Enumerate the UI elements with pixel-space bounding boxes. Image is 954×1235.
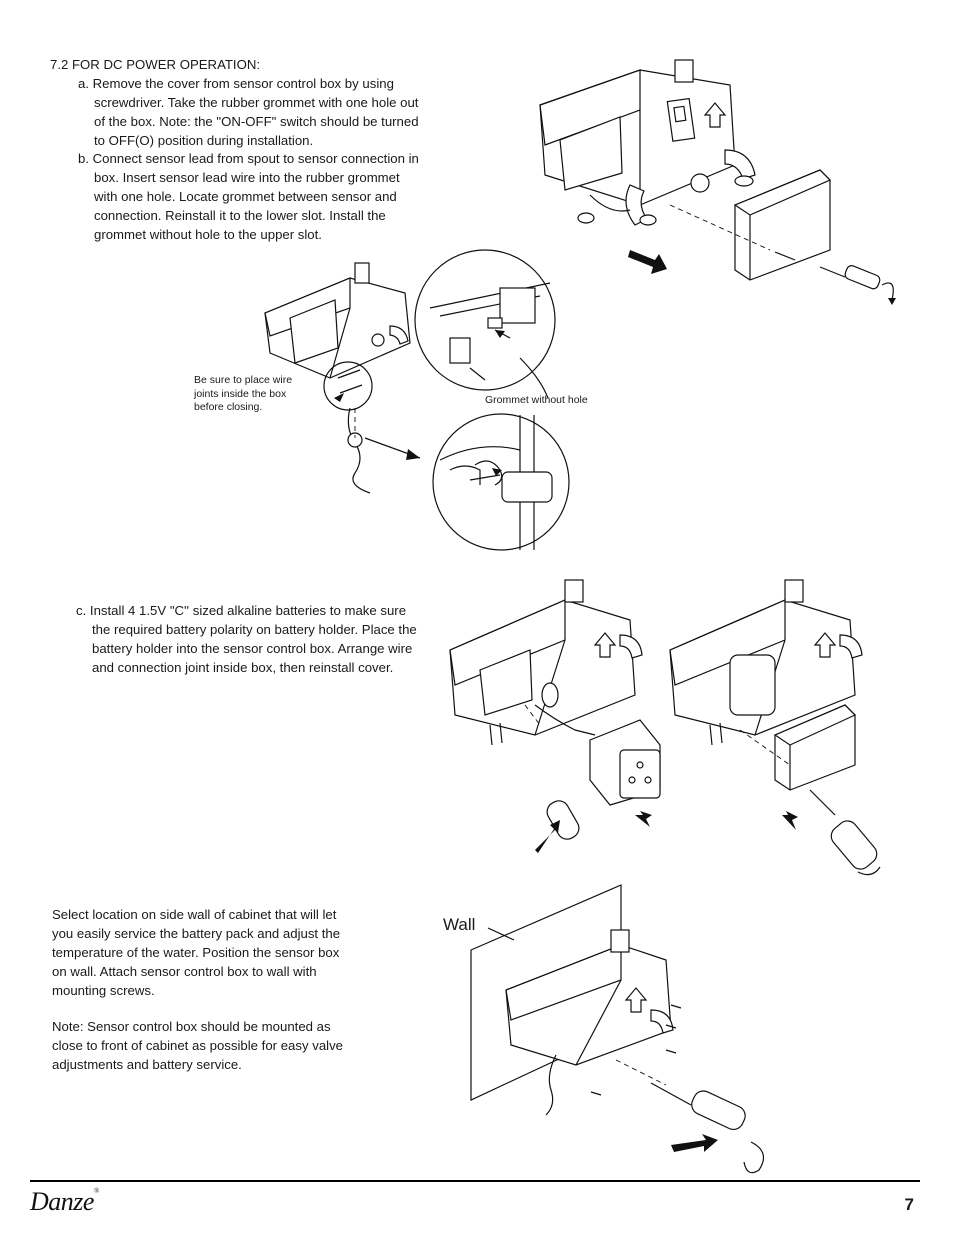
figure-cover-removal	[539, 59, 896, 305]
mounting-note: Note: Sensor control box should be mount…	[52, 1019, 344, 1072]
step-c-text: c. Install 4 1.5V "C'' sized alkaline ba…	[76, 603, 417, 675]
figure-wall-mount	[470, 884, 765, 1174]
figure-wire-joints	[264, 262, 421, 494]
figure-battery-install	[449, 579, 881, 876]
figure-grommet-detail-lower	[432, 413, 570, 551]
brand-registered-mark: ®	[93, 1187, 99, 1195]
page-number: 7	[904, 1195, 914, 1214]
step-b-text: b. Connect sensor lead from spout to sen…	[78, 151, 419, 242]
grommet-callout: Grommet without hole	[485, 394, 588, 406]
brand-name: Danze	[30, 1187, 94, 1216]
section-heading: 7.2 FOR DC POWER OPERATION:	[50, 57, 261, 72]
wall-label: Wall	[443, 915, 476, 934]
step-a-text: a. Remove the cover from sensor control …	[78, 76, 419, 148]
mounting-instruction: Select location on side wall of cabinet …	[52, 907, 341, 998]
figure-grommet-detail-upper	[414, 249, 556, 399]
footer-rule	[30, 1180, 920, 1182]
wire-joints-callout: Be sure to place wire joints inside the …	[194, 374, 293, 413]
brand-logo: Danze®	[30, 1187, 99, 1217]
